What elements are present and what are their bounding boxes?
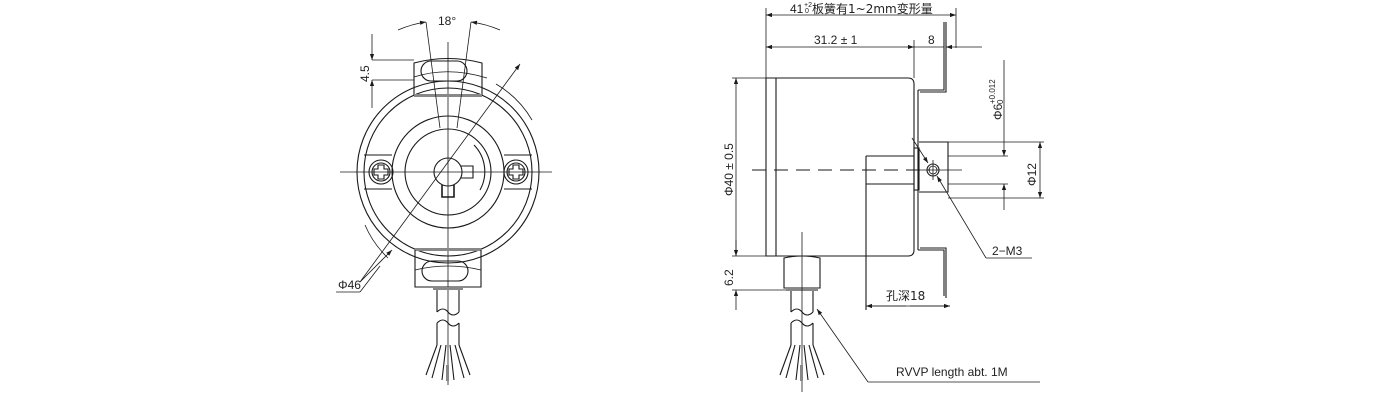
spring-plate-outer bbox=[917, 22, 945, 296]
diameter-leader-tail bbox=[359, 265, 381, 293]
slot bbox=[421, 260, 469, 282]
set-screw-label: 2−M3 bbox=[992, 244, 1023, 258]
hub-outline bbox=[865, 155, 914, 310]
clamp-arc bbox=[473, 144, 486, 191]
hole-depth-label: 孔深18 bbox=[886, 289, 925, 303]
diameter-arrow bbox=[359, 249, 393, 283]
clamp-collar bbox=[913, 147, 920, 191]
flange-inner-circle bbox=[363, 87, 533, 257]
shaft-bore-label: Φ6 bbox=[991, 103, 1005, 120]
cable-gland-label: 6.2 bbox=[722, 269, 736, 286]
outer-diameter-label: Φ46 bbox=[338, 278, 361, 292]
m3-arrow-b bbox=[936, 175, 987, 259]
overall-length-note: 板簧有1~2mm变形量 bbox=[812, 1, 933, 16]
side-view: 2−M3 Φ6 +0.012 0 Φ12 Φ40 ± 0.5 6.2 bbox=[722, 1, 1044, 392]
left-mount-screw bbox=[364, 154, 394, 190]
angle-arrow-left bbox=[397, 20, 427, 31]
hub-diameter-label: Φ12 bbox=[1025, 163, 1039, 186]
m3-arrow-a bbox=[911, 137, 929, 164]
overall-length-label: 41 bbox=[790, 2, 804, 16]
shaft-bore-circle bbox=[433, 157, 463, 187]
right-mount-screw bbox=[503, 154, 532, 190]
shaft-bore-tol-lower: 0 bbox=[996, 99, 1005, 104]
dim-arc-bottom bbox=[364, 224, 389, 259]
body-length-label: 31.2 ± 1 bbox=[814, 33, 858, 47]
shaft-bore-tol-upper: +0.012 bbox=[988, 79, 997, 104]
angle-arrow-right bbox=[470, 20, 501, 31]
cable-side bbox=[779, 291, 825, 381]
dim-arc-top bbox=[495, 83, 533, 121]
overall-length-tol-upper: +2 bbox=[804, 2, 812, 9]
slot-height-label: 4.5 bbox=[358, 65, 372, 82]
front-view: Φ46 18° 4.5 bbox=[336, 14, 552, 385]
angle-label: 18° bbox=[438, 14, 456, 28]
cable-label: RVVP length abt. 1M bbox=[896, 365, 1008, 379]
slot bbox=[420, 60, 468, 82]
cable-leader bbox=[816, 308, 869, 383]
body-diameter-label: Φ40 ± 0.5 bbox=[722, 143, 736, 196]
encoder-body bbox=[765, 77, 915, 257]
bottom-cable-bracket bbox=[414, 248, 482, 290]
angle-line-left bbox=[425, 21, 441, 129]
phillips-cross-icon bbox=[373, 164, 389, 180]
cable-gland bbox=[783, 255, 821, 289]
keyway-bottom bbox=[441, 185, 455, 198]
hub-ring-circle bbox=[404, 128, 492, 216]
cable-front bbox=[425, 290, 471, 381]
keyway-right bbox=[461, 165, 474, 179]
angle-line-right bbox=[456, 21, 472, 129]
phillips-cross-icon bbox=[508, 164, 524, 180]
clamp-hub bbox=[919, 141, 949, 193]
top-spring-bracket bbox=[413, 58, 488, 97]
spring-plate-label: 8 bbox=[928, 33, 935, 47]
overall-length-tol-lower: 0 bbox=[805, 8, 809, 15]
diameter-leader-line bbox=[359, 63, 521, 283]
